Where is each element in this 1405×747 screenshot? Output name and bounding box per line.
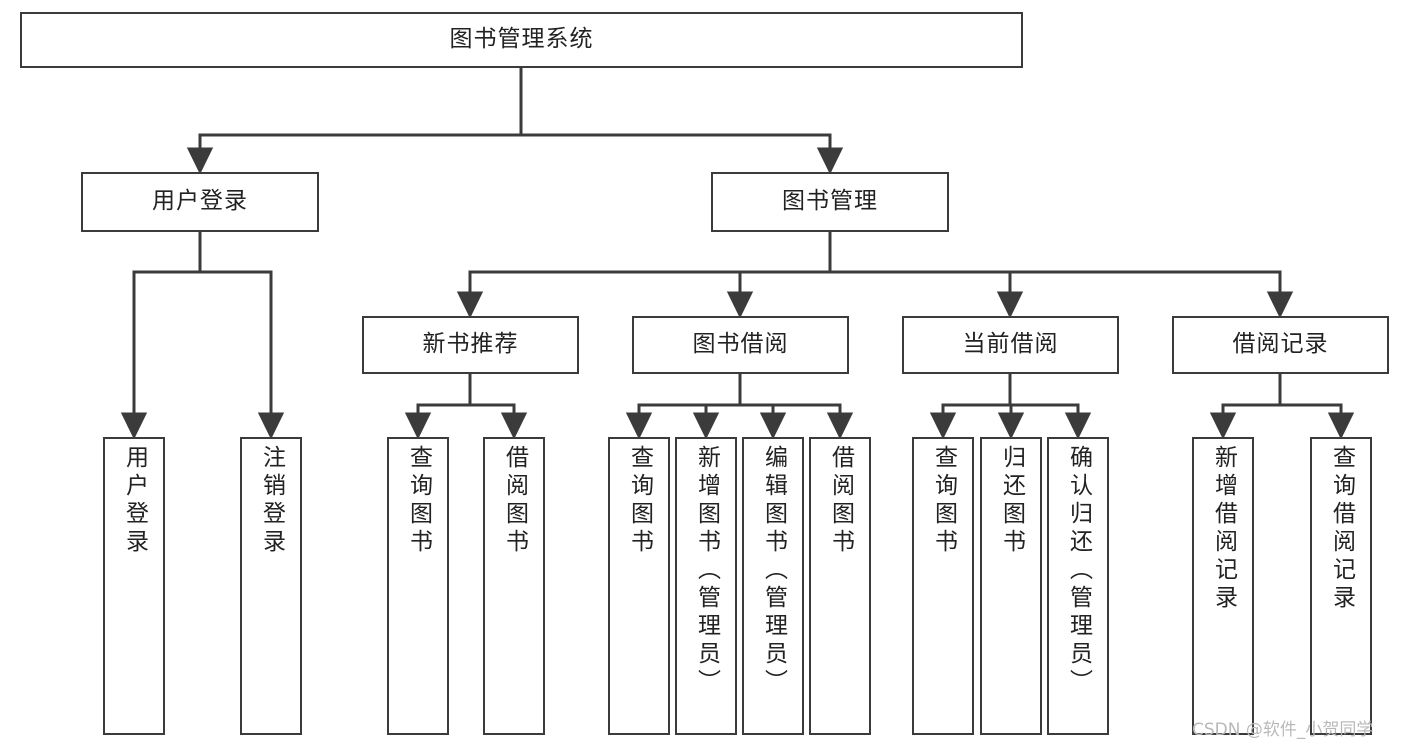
node-leaf-user-logout[interactable]: 注销登录 <box>240 437 302 735</box>
node-current-borrow-label: 当前借阅 <box>962 331 1059 358</box>
node-new-book-recommend[interactable]: 新书推荐 <box>362 316 579 374</box>
node-book-borrow[interactable]: 图书借阅 <box>632 316 849 374</box>
node-leaf-confirm-return-label: 确认归还（管理员） <box>1065 445 1092 697</box>
node-leaf-borrow-book-2[interactable]: 借阅图书 <box>809 437 871 735</box>
node-leaf-query-book-1-label: 查询图书 <box>405 445 432 557</box>
node-book-manage[interactable]: 图书管理 <box>711 172 949 232</box>
node-root[interactable]: 图书管理系统 <box>20 12 1023 68</box>
node-root-label: 图书管理系统 <box>449 26 594 53</box>
node-leaf-borrow-book-1-label: 借阅图书 <box>501 445 528 557</box>
node-leaf-user-login[interactable]: 用户登录 <box>103 437 165 735</box>
node-leaf-query-book-1[interactable]: 查询图书 <box>387 437 449 735</box>
node-current-borrow[interactable]: 当前借阅 <box>902 316 1119 374</box>
node-borrow-record-label: 借阅记录 <box>1232 331 1329 358</box>
node-borrow-record[interactable]: 借阅记录 <box>1172 316 1389 374</box>
node-leaf-query-book-2-label: 查询图书 <box>626 445 653 557</box>
node-leaf-borrow-book-1[interactable]: 借阅图书 <box>483 437 545 735</box>
node-leaf-query-book-3[interactable]: 查询图书 <box>912 437 974 735</box>
node-leaf-add-book-label: 新增图书（管理员） <box>693 445 720 697</box>
node-leaf-query-book-2[interactable]: 查询图书 <box>608 437 670 735</box>
node-leaf-edit-book[interactable]: 编辑图书（管理员） <box>742 437 804 735</box>
watermark: CSDN @软件_小贺同学 <box>1192 720 1374 740</box>
node-leaf-edit-book-label: 编辑图书（管理员） <box>760 445 787 697</box>
node-user-login-label: 用户登录 <box>152 188 248 215</box>
node-leaf-query-record-label: 查询借阅记录 <box>1328 445 1355 613</box>
node-leaf-return-book[interactable]: 归还图书 <box>980 437 1042 735</box>
node-leaf-add-record-label: 新增借阅记录 <box>1210 445 1237 613</box>
node-new-book-recommend-label: 新书推荐 <box>422 331 519 358</box>
node-leaf-add-record[interactable]: 新增借阅记录 <box>1192 437 1254 735</box>
node-leaf-borrow-book-2-label: 借阅图书 <box>827 445 854 557</box>
node-book-borrow-label: 图书借阅 <box>692 331 789 358</box>
node-leaf-user-logout-label: 注销登录 <box>258 445 285 557</box>
node-leaf-query-book-3-label: 查询图书 <box>930 445 957 557</box>
node-book-manage-label: 图书管理 <box>782 188 878 215</box>
node-leaf-confirm-return[interactable]: 确认归还（管理员） <box>1047 437 1109 735</box>
node-leaf-query-record[interactable]: 查询借阅记录 <box>1310 437 1372 735</box>
node-leaf-return-book-label: 归还图书 <box>998 445 1025 557</box>
node-user-login[interactable]: 用户登录 <box>81 172 319 232</box>
node-leaf-add-book[interactable]: 新增图书（管理员） <box>675 437 737 735</box>
node-leaf-user-login-label: 用户登录 <box>121 445 148 557</box>
